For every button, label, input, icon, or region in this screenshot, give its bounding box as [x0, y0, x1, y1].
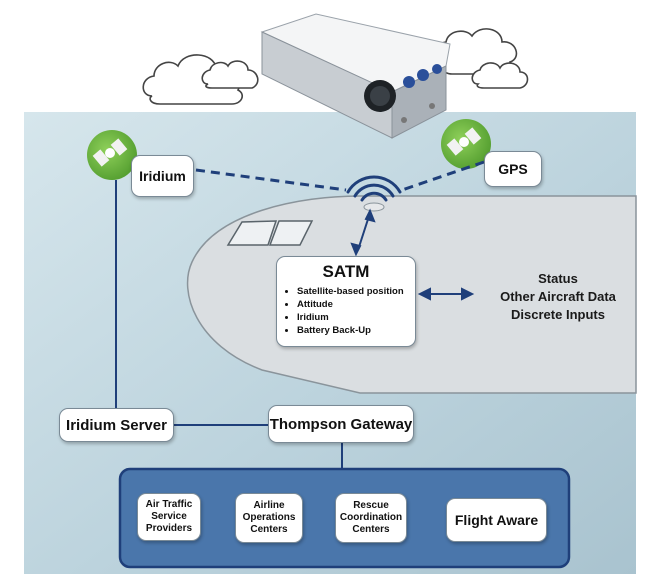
stakeholder-rescue: Rescue Coordination Centers: [335, 493, 407, 543]
satm-feature-list: Satellite-based position Attitude Iridiu…: [285, 285, 407, 337]
antenna-satm-arrow: [350, 208, 376, 257]
satm-device-image: [260, 13, 451, 139]
satellite-icon-gps: [441, 119, 491, 169]
satm-data-arrow: [417, 287, 475, 301]
antenna-base: [363, 202, 385, 212]
iridium-satellite-link: [195, 168, 347, 192]
cockpit-window-right: [268, 220, 314, 246]
aircraft-data-discrete: Discrete Inputs: [511, 307, 605, 322]
aircraft-data-labels: Status Other Aircraft Data Discrete Inpu…: [478, 270, 638, 324]
satm-feature: Satellite-based position: [297, 285, 407, 298]
cloud-icon-right: [434, 28, 529, 89]
cloud-icon-small: [201, 60, 259, 89]
satm-feature: Attitude: [297, 298, 407, 311]
satellite-icon: [87, 130, 137, 180]
aircraft-data-status: Status: [538, 271, 578, 286]
satm-title: SATM: [322, 262, 370, 281]
satm-feature: Battery Back-Up: [297, 324, 407, 337]
satm-box: SATM Satellite-based position Attitude I…: [276, 256, 416, 347]
aircraft-data-other: Other Aircraft Data: [500, 289, 616, 304]
satm-feature: Iridium: [297, 311, 407, 324]
iridium-server-box: Iridium Server: [59, 408, 174, 442]
gps-label: GPS: [484, 151, 542, 187]
cockpit-window-left: [226, 220, 278, 246]
stakeholder-flight-aware: Flight Aware: [446, 498, 547, 542]
stakeholder-airline-ops: Airline Operations Centers: [235, 493, 303, 543]
iridium-label: Iridium: [131, 155, 194, 197]
thompson-gateway-box: Thompson Gateway: [268, 405, 414, 443]
stakeholder-atsp: Air Traffic Service Providers: [137, 493, 201, 541]
signal-icon: [346, 175, 402, 202]
